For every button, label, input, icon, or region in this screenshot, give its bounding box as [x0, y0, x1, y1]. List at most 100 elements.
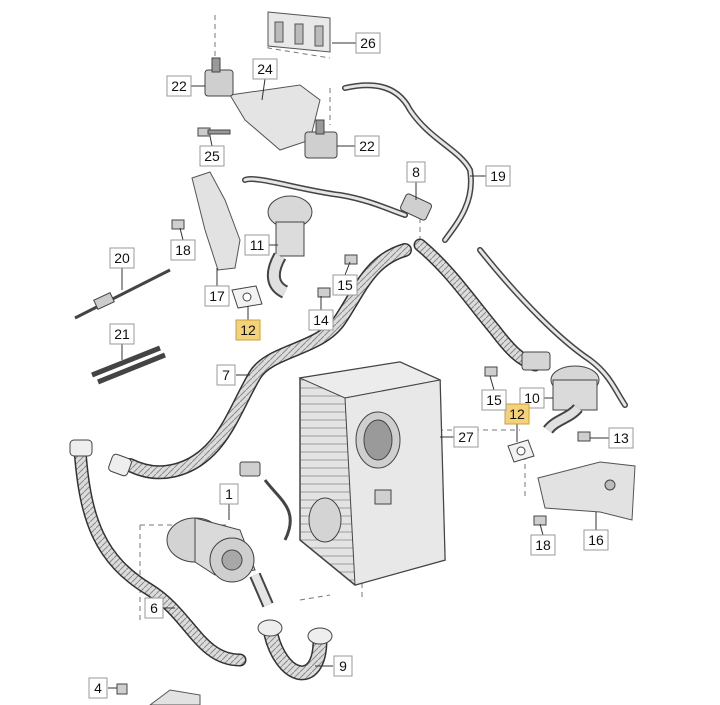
callout-number: 9	[339, 658, 347, 674]
callout-p25: 25	[199, 145, 225, 167]
callout-box	[504, 403, 530, 425]
callout-number: 17	[209, 288, 225, 304]
callout-p17: 17	[204, 285, 230, 307]
callout-p11: 11	[244, 234, 270, 256]
bracket-26	[267, 11, 331, 53]
callout-number: 7	[222, 367, 230, 383]
callout-number: 15	[486, 392, 502, 408]
callout-p20: 20	[109, 247, 135, 269]
callout-p22a: 22	[166, 75, 192, 97]
callout-p19: 19	[485, 165, 511, 187]
callout-p12b: 12	[504, 403, 530, 425]
callout-box	[481, 389, 507, 411]
callout-box	[332, 274, 358, 296]
callout-number: 20	[114, 250, 130, 266]
callout-box	[252, 58, 278, 80]
hose-6	[69, 439, 247, 667]
leader-p18a	[179, 227, 184, 241]
callout-p18a: 18	[170, 239, 196, 261]
callout-number: 27	[458, 429, 474, 445]
hose-right	[413, 238, 542, 372]
callout-p15b: 15	[481, 389, 507, 411]
callout-number: 21	[114, 326, 130, 342]
clip-20	[74, 268, 171, 320]
callout-box	[530, 534, 556, 556]
callout-p4: 4	[88, 677, 108, 699]
callout-number: 14	[313, 312, 329, 328]
callout-p14: 14	[308, 309, 334, 331]
callout-p6: 6	[144, 597, 164, 619]
callout-p15a: 15	[332, 274, 358, 296]
callout-number: 1	[225, 486, 233, 502]
callout-p1: 1	[219, 483, 239, 505]
bracket-24	[204, 57, 338, 159]
callout-box	[519, 387, 545, 409]
callout-p18b: 18	[530, 534, 556, 556]
tube-lines-inner	[243, 83, 627, 407]
callout-p10: 10	[519, 387, 545, 409]
callout-box	[219, 483, 239, 505]
callout-p26: 26	[355, 32, 381, 54]
callout-box	[216, 364, 236, 386]
callout-p27: 27	[453, 426, 479, 448]
callout-p7: 7	[216, 364, 236, 386]
callout-number: 18	[535, 537, 551, 553]
callout-number: 19	[490, 168, 506, 184]
callout-number: 8	[412, 164, 420, 180]
callout-box	[244, 234, 270, 256]
air-pump-1	[166, 461, 292, 608]
gasket-12-right	[507, 439, 535, 463]
callout-number: 4	[94, 680, 102, 696]
callout-box	[144, 597, 164, 619]
callout-number: 12	[240, 322, 256, 338]
bracket-17	[191, 171, 241, 271]
callout-number: 18	[175, 242, 191, 258]
valve-10	[521, 351, 600, 434]
bolt-4	[116, 683, 201, 705]
gasket-12-left	[231, 285, 263, 309]
leader-p15a	[344, 261, 351, 276]
callout-number: 22	[171, 78, 187, 94]
callout-number: 15	[337, 277, 353, 293]
callout-box	[204, 285, 230, 307]
callout-box	[308, 309, 334, 331]
callout-number: 26	[360, 35, 376, 51]
callout-box	[235, 319, 261, 341]
part-labels: 1467891011121213141515161718181920212222…	[88, 32, 634, 699]
valve-11	[266, 195, 313, 299]
callout-box	[453, 426, 479, 448]
callout-p22b: 22	[354, 135, 380, 157]
bolts	[171, 219, 591, 526]
callout-box	[199, 145, 225, 167]
callout-box	[88, 677, 108, 699]
callout-box	[406, 161, 426, 183]
callout-number: 22	[359, 138, 375, 154]
leader-lines	[108, 42, 611, 689]
hose-9	[257, 619, 333, 681]
air-filter-27	[298, 361, 446, 586]
callout-p9: 9	[333, 655, 353, 677]
bracket-16	[537, 461, 636, 521]
bolt-25	[197, 127, 231, 137]
callout-p21: 21	[109, 323, 135, 345]
callout-box	[333, 655, 353, 677]
leader-p15b	[489, 375, 495, 391]
callout-p12a: 12	[235, 319, 261, 341]
callout-p16: 16	[583, 529, 609, 551]
callout-p13: 13	[608, 427, 634, 449]
callout-box	[166, 75, 192, 97]
leader-p24	[261, 78, 266, 101]
leader-p25	[209, 135, 213, 147]
callout-box	[109, 323, 135, 345]
callout-number: 10	[524, 390, 540, 406]
callout-box	[485, 165, 511, 187]
callout-p24: 24	[252, 58, 278, 80]
callout-number: 6	[150, 600, 158, 616]
callout-box	[170, 239, 196, 261]
callout-box	[608, 427, 634, 449]
leader-p18b	[539, 523, 544, 536]
callout-box	[109, 247, 135, 269]
callout-number: 16	[588, 532, 604, 548]
callout-number: 25	[204, 148, 220, 164]
